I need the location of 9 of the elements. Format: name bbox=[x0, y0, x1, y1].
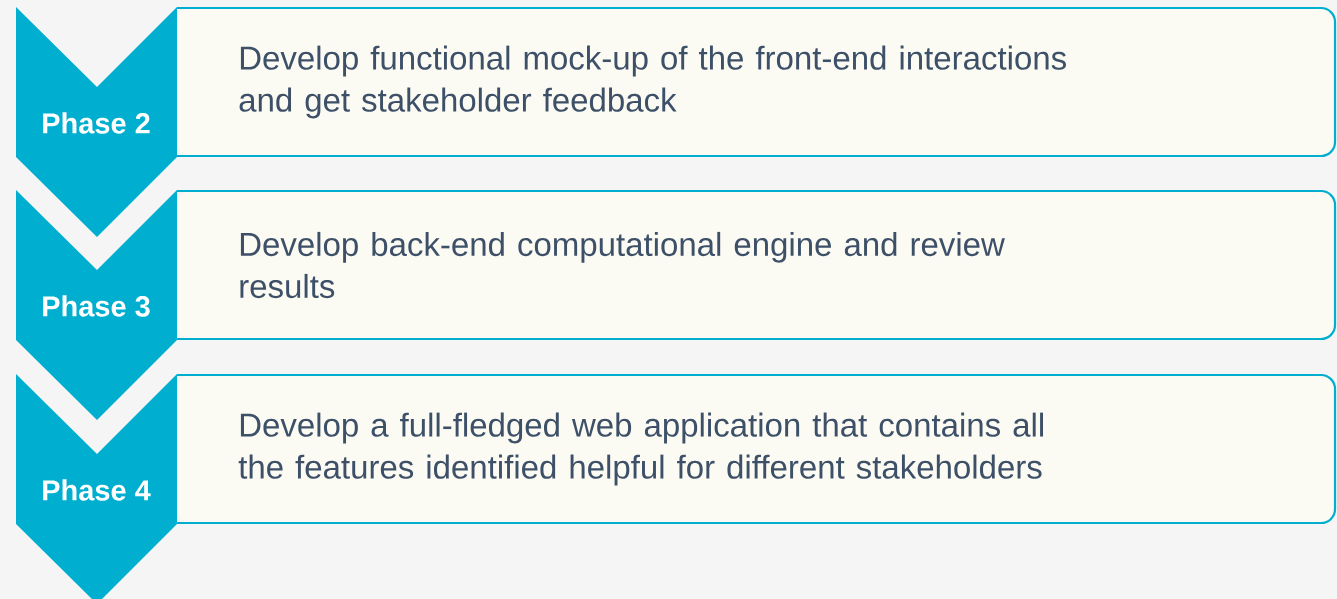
node-label: Phase 3 bbox=[43, 295, 150, 317]
step-box: Develop functional mock-up of the front-end interactions and get stakeholder feedback bbox=[177, 6, 1337, 158]
step-box: Develop a full-fledged web application that contains all the features identified helpful for different stakeholders bbox=[177, 373, 1337, 525]
phase-banner: Phase 3 bbox=[16, 190, 177, 420]
phase-banner: Phase 4 bbox=[16, 374, 177, 599]
phase-banner: Phase 2 bbox=[16, 7, 177, 237]
step-box: Develop back-end computational engine and review results bbox=[177, 189, 1337, 341]
node-label: Phase 2 bbox=[43, 112, 150, 134]
node-label: Phase 4 bbox=[43, 479, 151, 501]
